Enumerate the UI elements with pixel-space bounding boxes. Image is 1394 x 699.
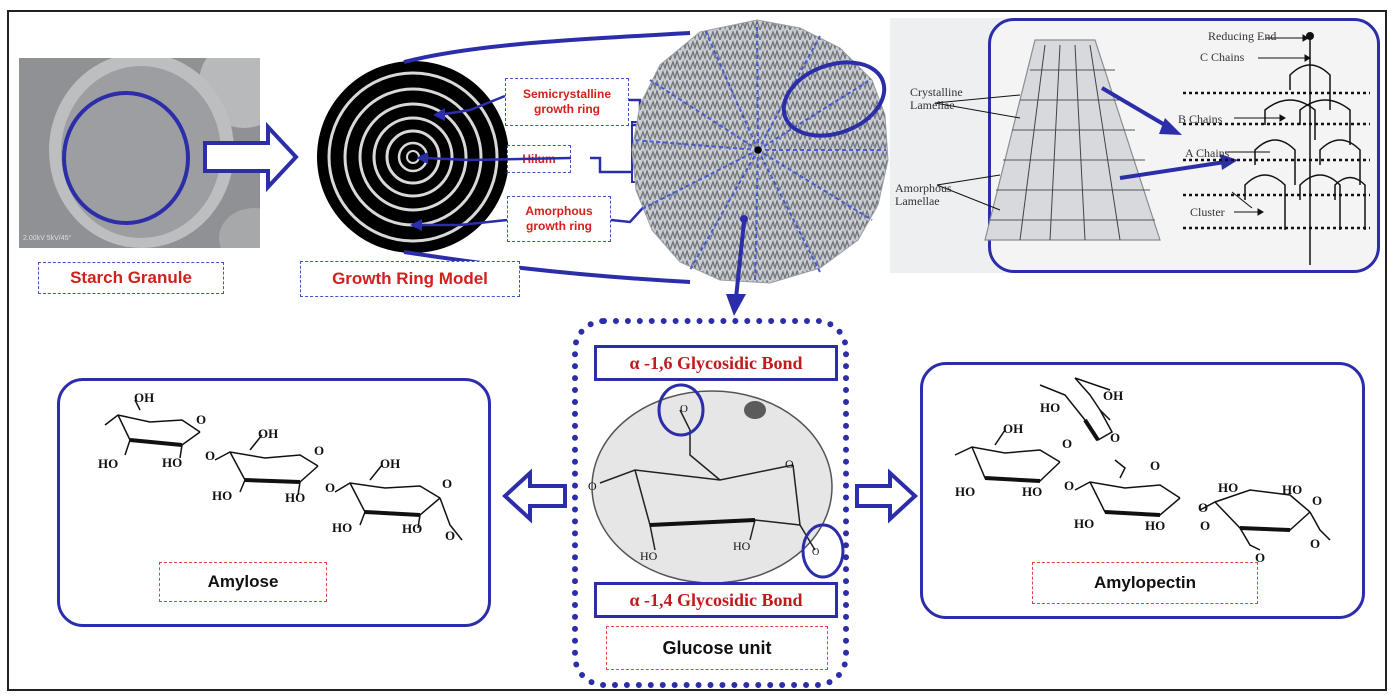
b-chains-label: B Chains xyxy=(1178,112,1223,126)
svg-text:HO: HO xyxy=(1022,484,1042,499)
svg-text:OH: OH xyxy=(1003,421,1023,436)
svg-text:O: O xyxy=(1062,436,1072,451)
svg-text:HO: HO xyxy=(212,488,232,503)
svg-text:HO: HO xyxy=(1282,482,1302,497)
starch-granule-label: Starch Granule xyxy=(38,262,224,294)
a-chains-label: A Chains xyxy=(1185,146,1230,160)
amorphous-lamellae-label: Amorphous Lamellae xyxy=(895,181,952,208)
svg-text:O: O xyxy=(442,476,452,491)
svg-text:O: O xyxy=(1312,493,1322,508)
c-chains-label: C Chains xyxy=(1200,50,1245,64)
svg-text:OH: OH xyxy=(380,456,400,471)
svg-text:O: O xyxy=(1110,430,1120,445)
svg-text:O: O xyxy=(1310,536,1320,551)
svg-text:O: O xyxy=(680,403,688,415)
crystalline-lamellae-label: Crystalline Lamellae xyxy=(910,85,963,112)
semicrystalline-label: Semicrystalline growth ring xyxy=(505,78,629,126)
amylopectin-label: Amylopectin xyxy=(1032,562,1258,604)
amylose-label: Amylose xyxy=(159,562,327,602)
svg-text:HO: HO xyxy=(1145,518,1165,533)
svg-text:HO: HO xyxy=(640,549,658,563)
svg-text:HO: HO xyxy=(162,455,182,470)
glucose-unit-box xyxy=(572,318,849,688)
svg-text:O: O xyxy=(785,457,794,471)
svg-text:O: O xyxy=(314,443,324,458)
reducing-end-label: Reducing End xyxy=(1208,29,1277,43)
svg-text:O: O xyxy=(325,480,335,495)
figure-frame xyxy=(7,10,1387,691)
svg-text:HO: HO xyxy=(285,490,305,505)
svg-text:O: O xyxy=(1198,500,1208,515)
glucose-unit-label: Glucose unit xyxy=(606,626,828,670)
alpha-1-4-bond-label: α -1,4 Glycosidic Bond xyxy=(594,582,838,618)
svg-text:OH: OH xyxy=(134,390,154,405)
svg-text:HO: HO xyxy=(1074,516,1094,531)
svg-text:HO: HO xyxy=(1218,480,1238,495)
svg-text:HO: HO xyxy=(402,521,422,536)
svg-text:O: O xyxy=(1150,458,1160,473)
growth-ring-model-label: Growth Ring Model xyxy=(300,261,520,297)
svg-text:O: O xyxy=(1255,550,1265,565)
svg-text:O: O xyxy=(1200,518,1210,533)
svg-text:HO: HO xyxy=(733,539,751,553)
svg-text:O: O xyxy=(1064,478,1074,493)
svg-text:O: O xyxy=(196,412,206,427)
svg-text:O: O xyxy=(588,479,597,493)
alpha-1-6-bond-label: α -1,6 Glycosidic Bond xyxy=(594,345,838,381)
svg-text:O: O xyxy=(445,528,455,543)
svg-text:OH: OH xyxy=(1103,388,1123,403)
amylose-panel xyxy=(57,378,491,627)
svg-text:HO: HO xyxy=(332,520,352,535)
svg-text:O: O xyxy=(812,547,819,558)
cluster-label: Cluster xyxy=(1190,205,1225,219)
svg-text:HO: HO xyxy=(98,456,118,471)
amorphous-label: Amorphous growth ring xyxy=(507,196,611,242)
svg-text:O: O xyxy=(205,448,215,463)
svg-text:HO: HO xyxy=(955,484,975,499)
svg-text:HO: HO xyxy=(1040,400,1060,415)
svg-text:OH: OH xyxy=(258,426,278,441)
